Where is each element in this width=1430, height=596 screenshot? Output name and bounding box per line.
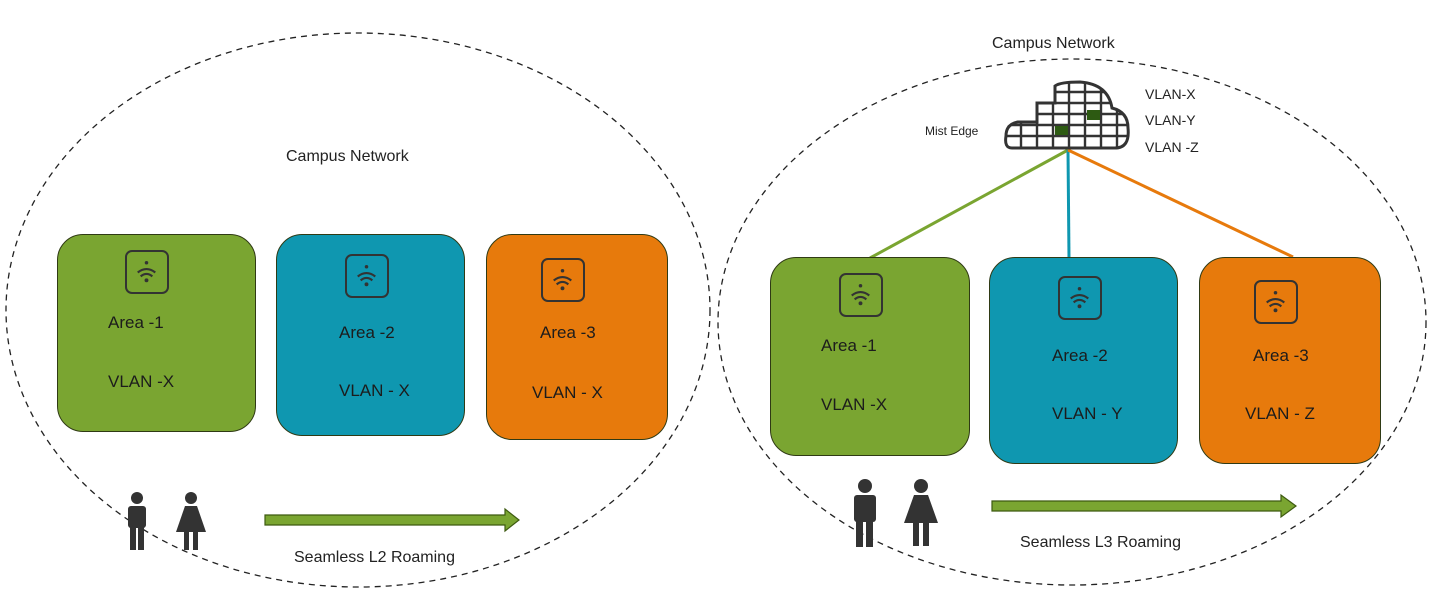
left-roaming-label: Seamless L2 Roaming — [294, 549, 455, 566]
area-label: Area -3 — [1253, 346, 1309, 365]
link-vlan-x — [869, 148, 1069, 260]
man-icon — [128, 492, 146, 550]
mist-edge-label: Mist Edge — [925, 124, 979, 138]
area-label: Area -2 — [1052, 346, 1108, 365]
left-area-2-box: Area -2 VLAN - X — [276, 234, 465, 436]
right-roaming-label: Seamless L3 Roaming — [1020, 534, 1181, 551]
wifi-access-point-icon — [541, 258, 585, 302]
woman-icon — [176, 492, 206, 550]
right-campus-boundary — [717, 58, 1427, 586]
wifi-access-point-icon — [1058, 276, 1102, 320]
area-label: Area -3 — [540, 323, 596, 342]
left-campus-boundary — [5, 32, 711, 588]
cloud-vlan-y: VLAN-Y — [1145, 112, 1196, 128]
area-label: Area -1 — [821, 336, 877, 355]
vlan-label: VLAN - X — [532, 383, 603, 402]
link-vlan-z — [1067, 148, 1294, 259]
cloud-vlan-x: VLAN-X — [1145, 86, 1196, 102]
right-campus-title: Campus Network — [992, 35, 1115, 52]
vlan-label: VLAN -X — [108, 372, 175, 391]
right-arrow-icon — [991, 493, 1298, 519]
wifi-access-point-icon — [839, 273, 883, 317]
woman-icon — [904, 479, 938, 546]
vlan-label: VLAN - Z — [1245, 404, 1315, 423]
left-campus-title: Campus Network — [286, 148, 409, 165]
man-icon — [854, 479, 876, 547]
area-label: Area -2 — [339, 323, 395, 342]
right-area-3-box: Area -3 VLAN - Z — [1199, 257, 1381, 464]
wifi-access-point-icon — [1254, 280, 1298, 324]
left-area-3-box: Area -3 VLAN - X — [486, 234, 668, 440]
left-area-1-box: Area -1 VLAN -X — [57, 234, 256, 432]
vlan-label: VLAN - Y — [1052, 404, 1123, 423]
wifi-access-point-icon — [125, 250, 169, 294]
cloud-vlan-z: VLAN -Z — [1145, 139, 1199, 155]
right-area-2-box: Area -2 VLAN - Y — [989, 257, 1178, 464]
vlan-label: VLAN - X — [339, 381, 410, 400]
right-area-1-box: Area -1 VLAN -X — [770, 257, 970, 456]
area-label: Area -1 — [108, 313, 164, 332]
vlan-label: VLAN -X — [821, 395, 888, 414]
link-vlan-y — [1066, 149, 1071, 259]
right-arrow-icon — [264, 507, 520, 533]
wifi-access-point-icon — [345, 254, 389, 298]
mist-edge-cloud-icon — [1004, 80, 1130, 150]
